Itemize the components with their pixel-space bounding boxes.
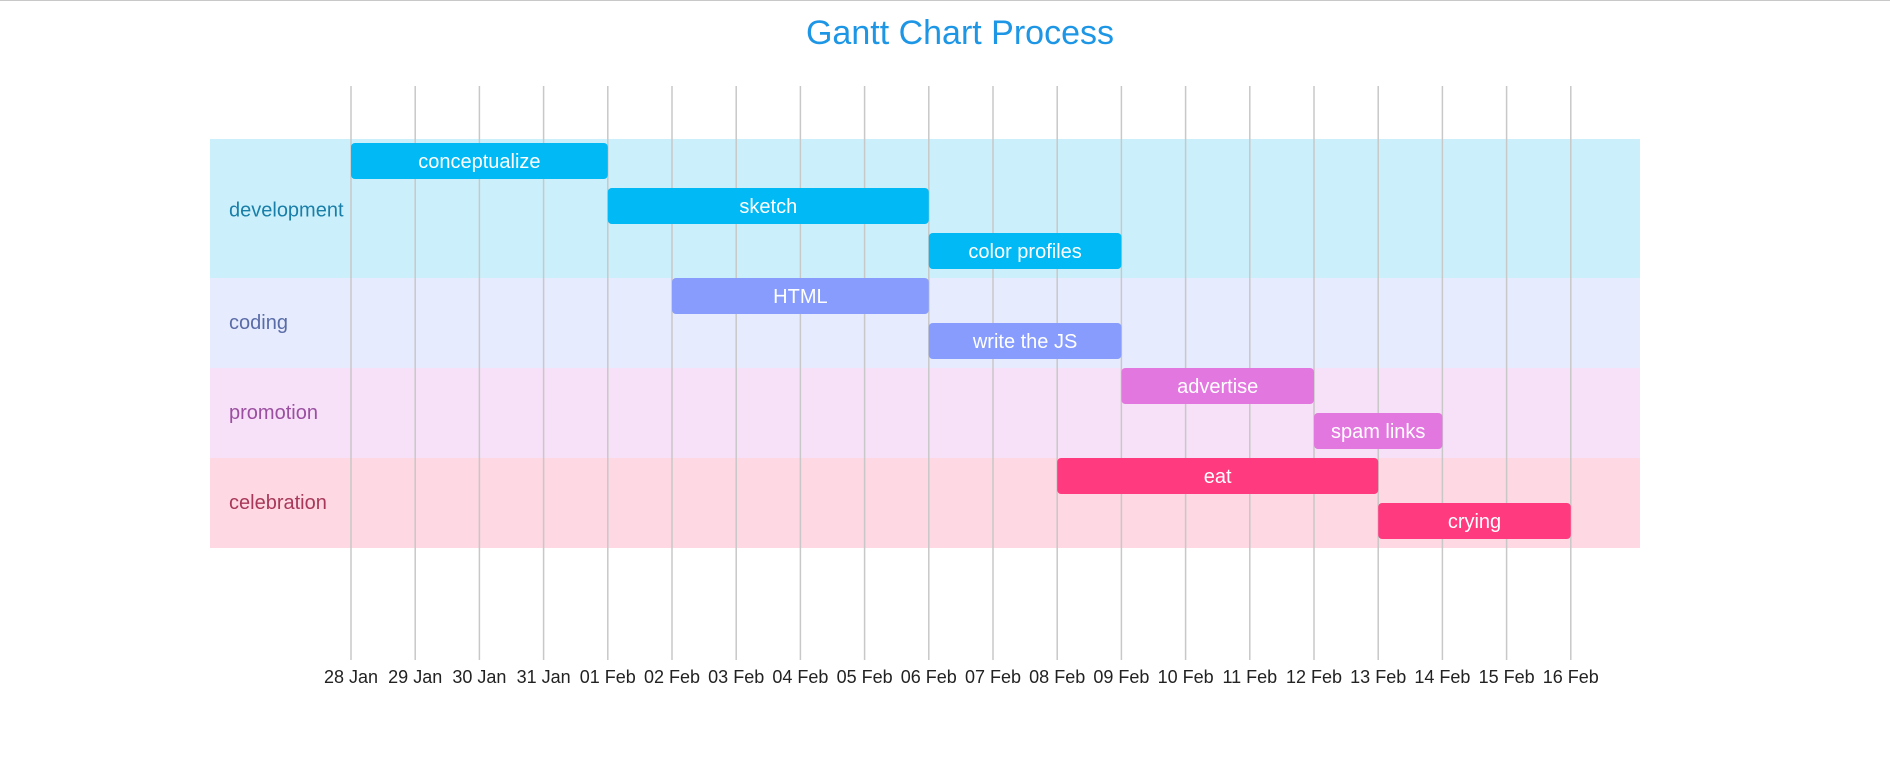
x-tick-label: 15 Feb xyxy=(1479,667,1535,687)
top-border xyxy=(0,0,1890,1)
group-label-development: development xyxy=(229,200,344,222)
x-tick-label: 03 Feb xyxy=(708,667,764,687)
chart-title: Gantt Chart Process xyxy=(805,14,1114,52)
group-label-promotion: promotion xyxy=(229,402,318,424)
task-label: sketch xyxy=(739,196,797,218)
x-tick-label: 06 Feb xyxy=(901,667,957,687)
group-label-celebration: celebration xyxy=(229,492,327,514)
x-tick-label: 13 Feb xyxy=(1350,667,1406,687)
x-tick-label: 07 Feb xyxy=(965,667,1021,687)
task-label: color profiles xyxy=(968,241,1081,263)
task-bar xyxy=(607,188,929,224)
x-tick-label: 02 Feb xyxy=(644,667,700,687)
x-tick-label: 28 Jan xyxy=(324,667,378,687)
task-bar xyxy=(351,143,608,179)
task-label: eat xyxy=(1204,466,1232,488)
task-bar xyxy=(1121,368,1314,404)
x-tick-label: 11 Feb xyxy=(1222,667,1277,687)
task-bar xyxy=(1378,503,1571,539)
task-label: advertise xyxy=(1177,376,1258,398)
task-label: write the JS xyxy=(972,331,1077,353)
x-tick-label: 31 Jan xyxy=(517,667,571,687)
x-tick-label: 09 Feb xyxy=(1093,667,1149,687)
task-bar xyxy=(672,278,929,314)
task-bar xyxy=(1057,458,1379,494)
x-tick-label: 16 Feb xyxy=(1543,667,1599,687)
x-tick-label: 10 Feb xyxy=(1158,667,1214,687)
x-tick-label: 12 Feb xyxy=(1286,667,1342,687)
x-tick-label: 30 Jan xyxy=(452,667,506,687)
task-bar xyxy=(1314,413,1443,449)
x-tick-label: 14 Feb xyxy=(1414,667,1470,687)
task-label: spam links xyxy=(1331,421,1425,443)
x-tick-label: 05 Feb xyxy=(837,667,893,687)
x-tick-label: 04 Feb xyxy=(772,667,828,687)
task-bar xyxy=(928,233,1122,269)
task-label: HTML xyxy=(773,286,827,308)
x-tick-label: 01 Feb xyxy=(580,667,636,687)
x-tick-label: 29 Jan xyxy=(388,667,442,687)
task-bar xyxy=(928,323,1122,359)
task-label: crying xyxy=(1448,511,1501,533)
x-tick-label: 08 Feb xyxy=(1029,667,1085,687)
task-label: conceptualize xyxy=(418,151,540,173)
group-label-coding: coding xyxy=(229,312,288,334)
